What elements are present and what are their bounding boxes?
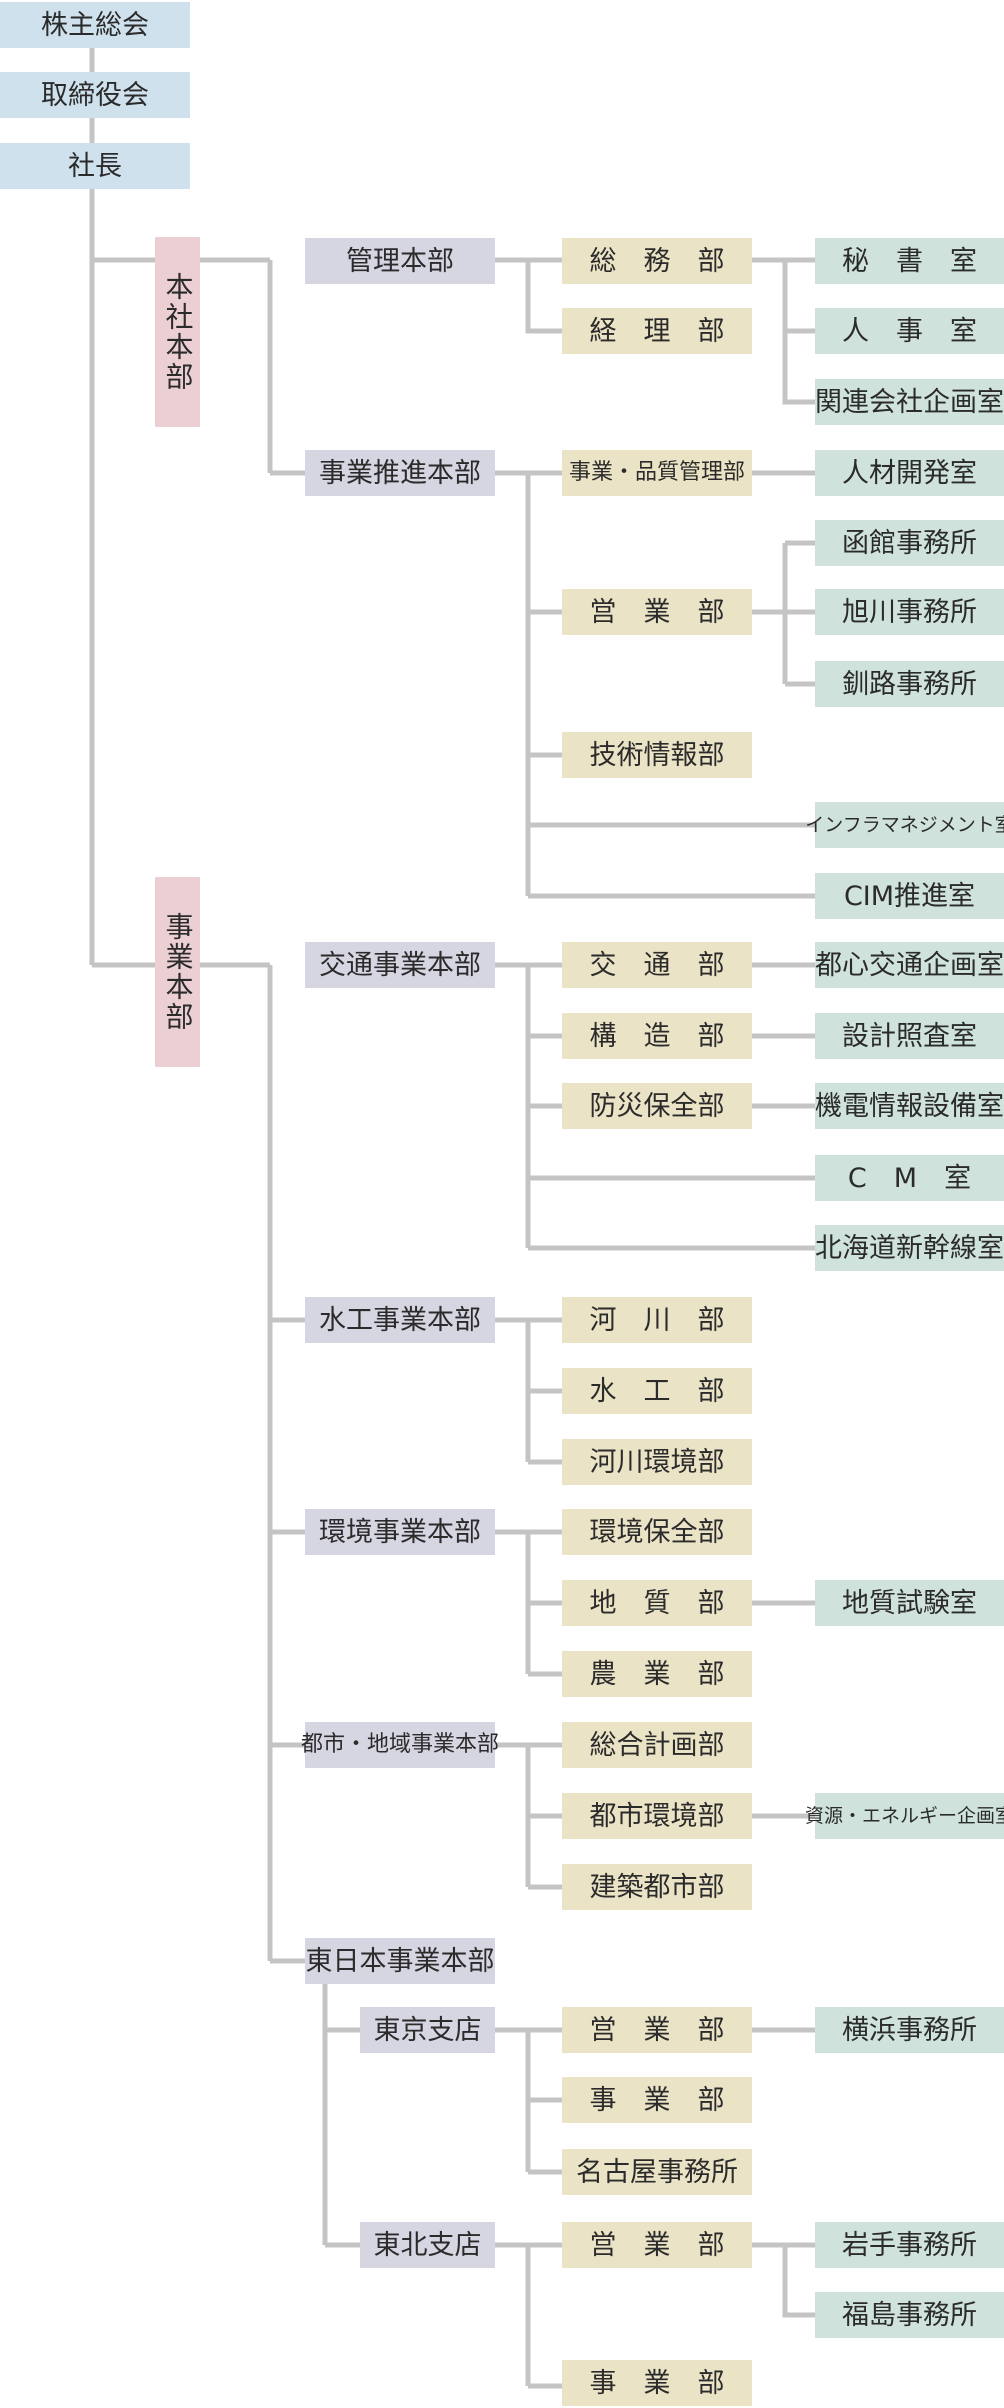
connector-hq-branch [200,257,305,476]
division-business: 事業本部 [155,877,200,1067]
connector-business-branch [200,962,305,1964]
river-dept: 河 川 部 [562,1297,752,1343]
tokyo-branch: 東京支店 [360,2007,495,2053]
accounting-dept: 経 理 部 [562,308,752,354]
east-japan-headquarters: 東日本事業本部 [305,1938,495,1984]
general-affairs-dept: 総 務 部 [562,238,752,284]
cm-office: C M 室 [815,1155,1004,1201]
quality-management-dept: 事業・品質管理部 [562,450,752,496]
connector-water [495,1317,562,1465]
connector-promotion [495,470,815,899]
infrastructure-management-office: インフラマネジメント室 [805,802,1004,848]
tokyo-business-dept: 事 業 部 [562,2077,752,2123]
environment-headquarters: 環境事業本部 [305,1509,495,1555]
connector-east [322,1983,360,2248]
connector-env [495,1529,562,1677]
yokohama-office: 横浜事務所 [815,2007,1004,2053]
connector-sales [752,540,815,687]
tokyo-sales-dept: 営 業 部 [562,2007,752,2053]
tohoku-business-dept: 事 業 部 [562,2360,752,2406]
connector-tohoku [495,2242,562,2389]
structure-dept: 構 造 部 [562,1013,752,1059]
talent-development-office: 人材開発室 [815,450,1004,496]
connector-urban [495,1742,562,1890]
traffic-dept: 交 通 部 [562,942,752,988]
fukushima-office: 福島事務所 [815,2292,1004,2338]
hakodate-office: 函館事務所 [815,520,1004,566]
connector-tokyo [495,2027,562,2175]
connector-traffic [495,962,815,1251]
river-environment-dept: 河川環境部 [562,1439,752,1485]
geology-lab-office: 地質試験室 [815,1580,1004,1626]
comprehensive-planning-dept: 総合計画部 [562,1722,752,1768]
disaster-prevention-dept: 防災保全部 [562,1083,752,1129]
water-headquarters: 水工事業本部 [305,1297,495,1343]
connector-tohoku-sales [752,2242,815,2318]
urban-regional-headquarters: 都市・地域事業本部 [301,1722,499,1768]
connector-general [752,257,815,405]
secretary-office: 秘 書 室 [815,238,1004,284]
promotion-headquarters: 事業推進本部 [305,450,495,496]
board-of-directors: 取締役会 [0,72,190,118]
admin-headquarters: 管理本部 [305,238,495,284]
hr-office: 人 事 室 [815,308,1004,354]
mechanical-electrical-office: 機電情報設備室 [815,1083,1004,1129]
connector-traffic-sub [752,962,815,1109]
urban-environment-dept: 都市環境部 [562,1793,752,1839]
hokkaido-shinkansen-office: 北海道新幹線室 [815,1225,1004,1271]
president: 社長 [0,143,190,189]
asahikawa-office: 旭川事務所 [815,589,1004,635]
traffic-headquarters: 交通事業本部 [305,942,495,988]
environment-conservation-dept: 環境保全部 [562,1509,752,1555]
cim-promotion-office: CIM推進室 [815,873,1004,919]
kushiro-office: 釧路事務所 [815,661,1004,707]
sales-dept: 営 業 部 [562,589,752,635]
architecture-urban-dept: 建築都市部 [562,1864,752,1910]
division-hq: 本社本部 [155,237,200,427]
technical-information-dept: 技術情報部 [562,732,752,778]
iwate-office: 岩手事務所 [815,2222,1004,2268]
design-check-office: 設計照査室 [815,1013,1004,1059]
agriculture-dept: 農 業 部 [562,1651,752,1697]
tohoku-branch: 東北支店 [360,2222,495,2268]
tohoku-sales-dept: 営 業 部 [562,2222,752,2268]
affiliates-planning-office: 関連会社企画室 [815,379,1004,425]
connector-admin [495,257,562,334]
nagoya-office: 名古屋事務所 [562,2149,752,2195]
resources-energy-office: 資源・エネルギー企画室 [805,1793,1004,1839]
hydraulic-dept: 水 工 部 [562,1368,752,1414]
urban-traffic-planning-office: 都心交通企画室 [815,942,1004,988]
geology-dept: 地 質 部 [562,1580,752,1626]
shareholders-meeting: 株主総会 [0,2,190,48]
